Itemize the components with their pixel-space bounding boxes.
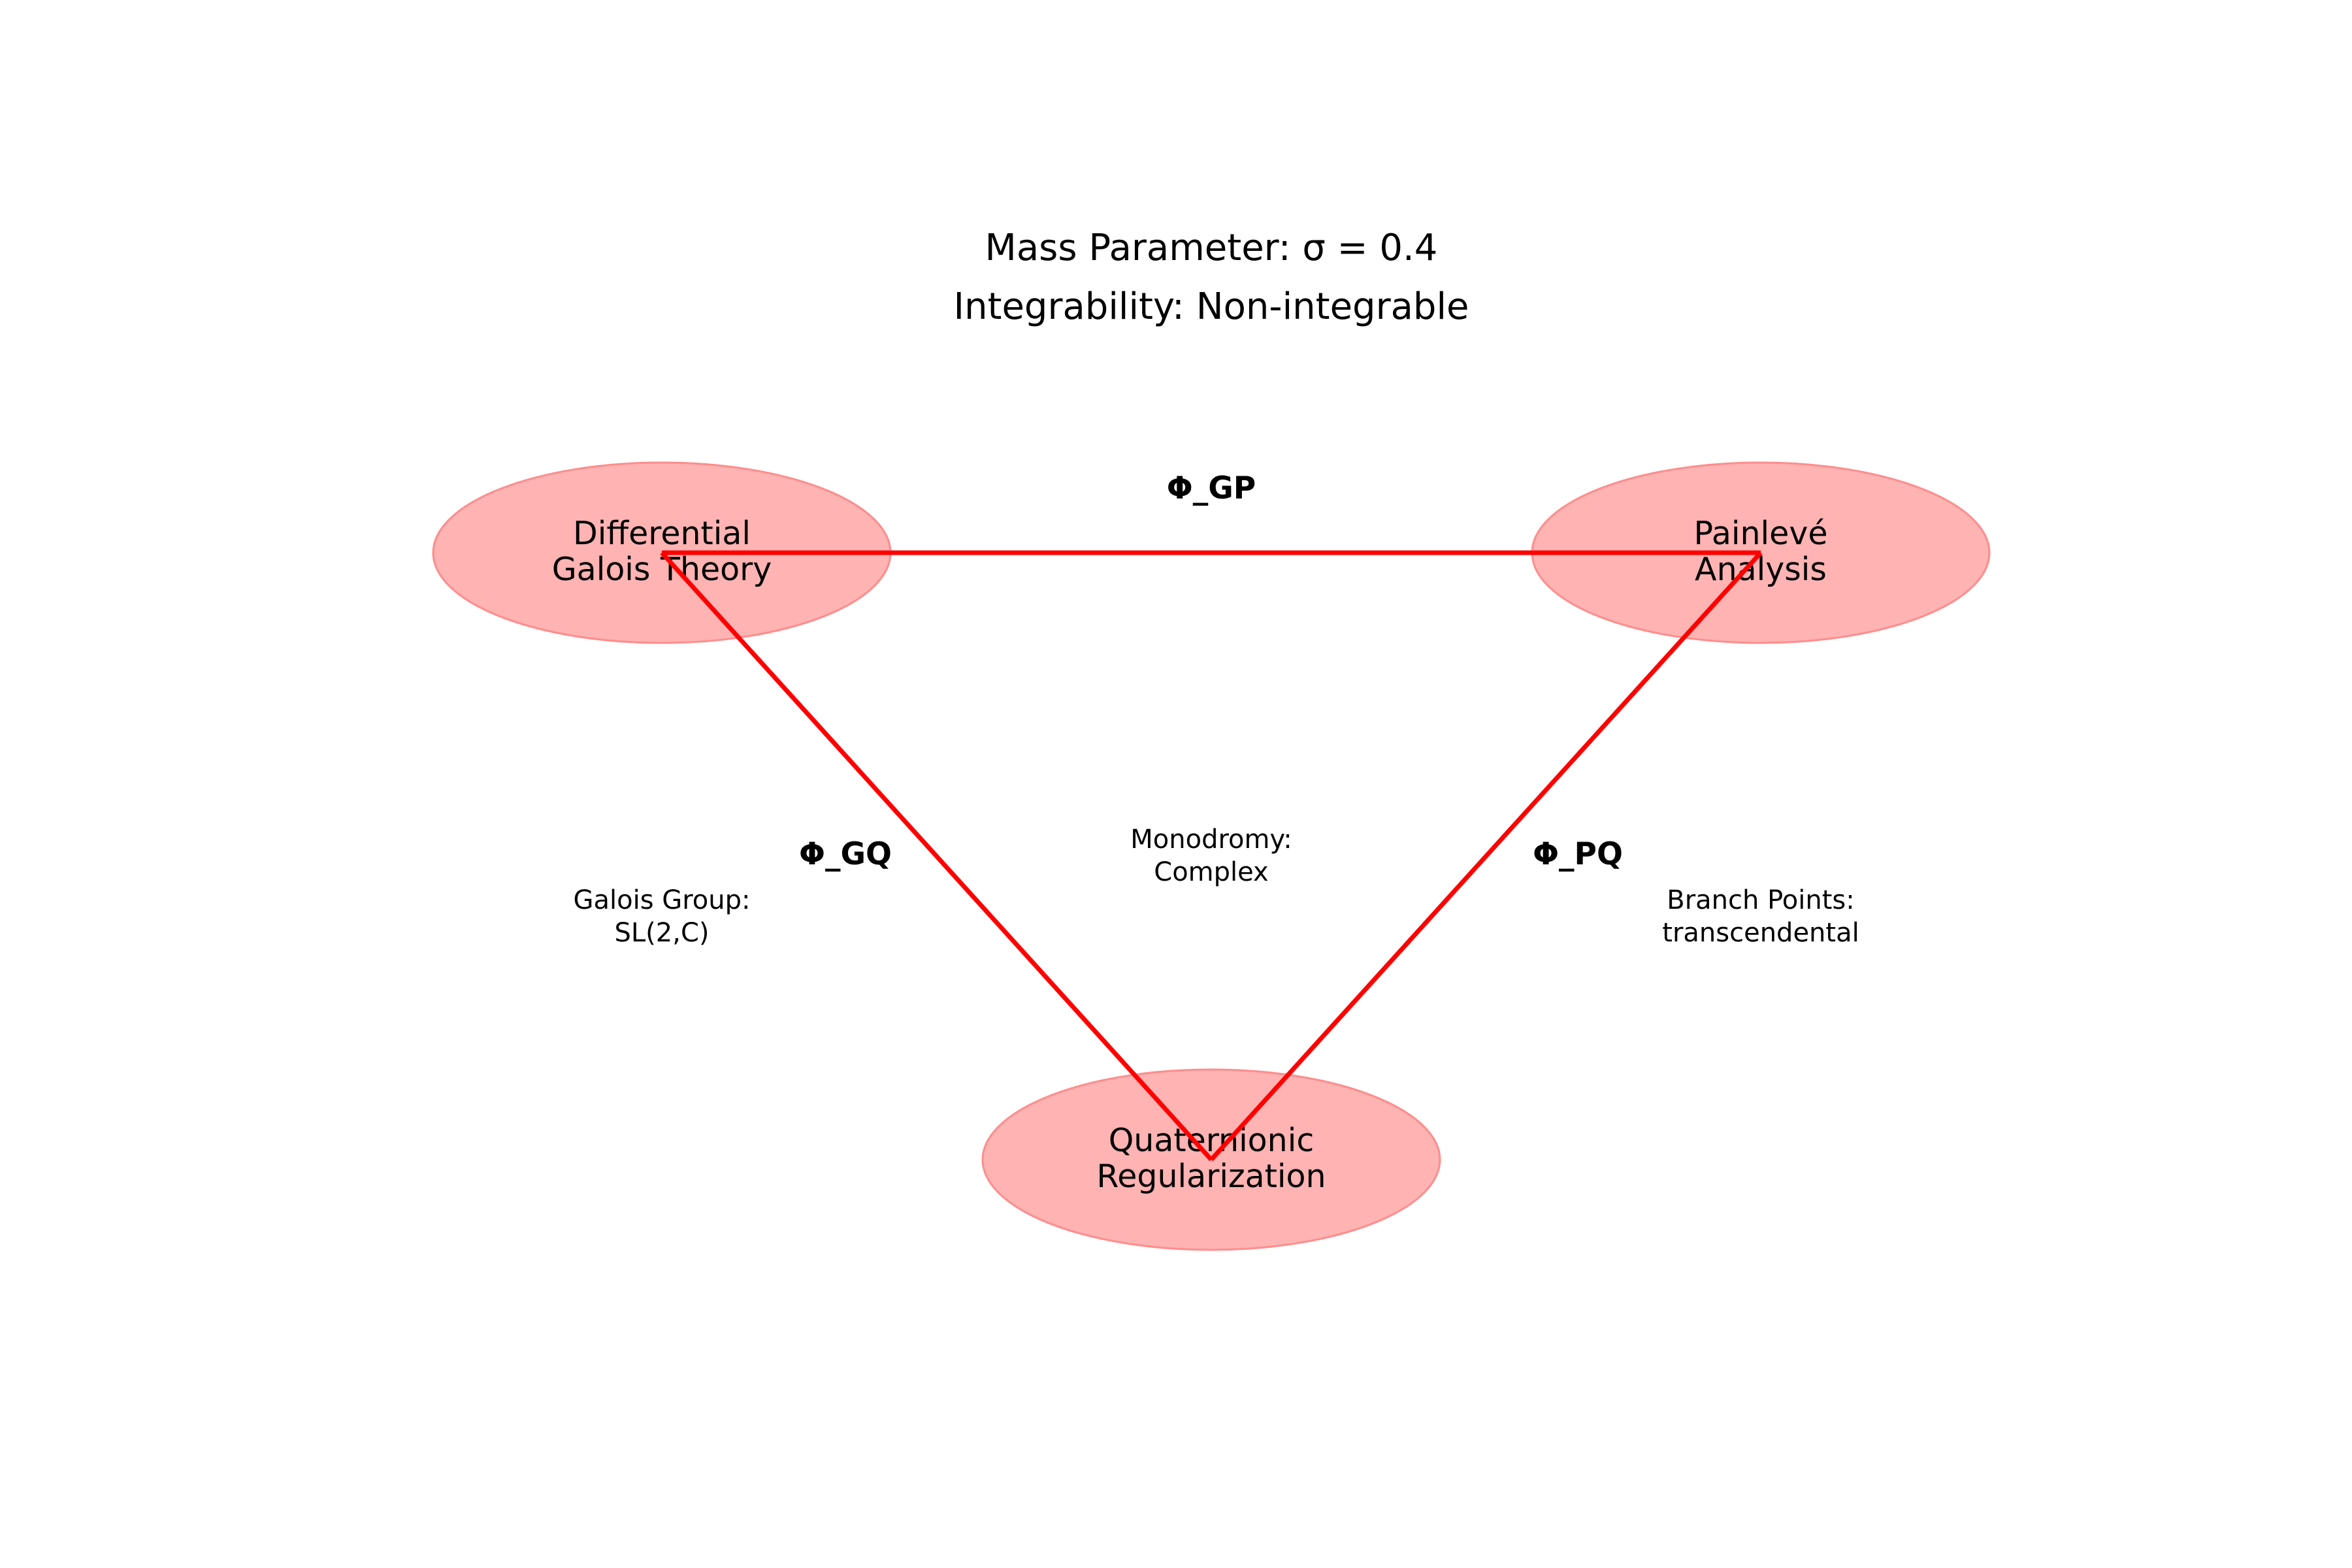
monodromy-annotation-line2: Complex <box>1154 857 1268 887</box>
node-label-galois-line1: Differential <box>573 515 751 552</box>
galois-group-annotation-line2: SL(2,C) <box>615 918 710 948</box>
branch-points-annotation-line2: transcendental <box>1662 918 1859 948</box>
node-label-painleve-line2: Analysis <box>1695 551 1827 588</box>
monodromy-annotation-line1: Monodromy: <box>1130 825 1292 855</box>
branch-points-annotation-line1: Branch Points: <box>1667 885 1854 915</box>
node-label-quaternionic-line1: Quaternionic <box>1109 1122 1315 1159</box>
node-label-painleve-line1: Painlevé <box>1694 515 1828 552</box>
edge-label-gp: Φ_GP <box>1167 470 1256 506</box>
node-label-quaternionic-line2: Regularization <box>1096 1158 1326 1195</box>
edge-label-gq: Φ_GQ <box>799 836 892 872</box>
mass-parameter-label: Mass Parameter: σ = 0.4 <box>985 227 1438 269</box>
edge-galois-quaternionic <box>660 551 1213 1162</box>
integrability-label: Integrability: Non-integrable <box>954 286 1469 328</box>
edge-painleve-quaternionic <box>1209 551 1763 1162</box>
galois-group-annotation-line1: Galois Group: <box>573 885 750 915</box>
node-label-galois-line2: Galois Theory <box>552 551 772 588</box>
edge-label-pq: Φ_PQ <box>1533 836 1623 872</box>
